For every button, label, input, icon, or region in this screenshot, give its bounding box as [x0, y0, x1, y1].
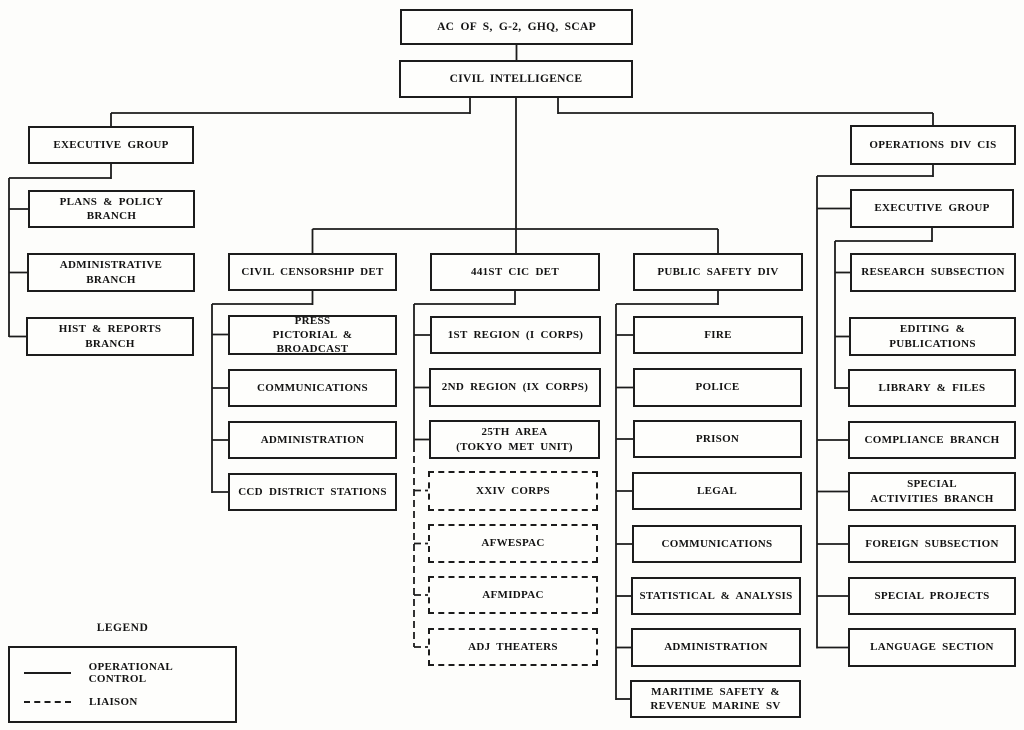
node-label: PRISON	[695, 432, 740, 445]
node-label: MARITIME SAFETY & REVENUE MARINE SV	[650, 685, 781, 712]
node-label: STATISTICAL & ANALYSIS	[639, 589, 793, 602]
operational-control-lines	[8, 45, 934, 700]
legend-solid-line-sample	[24, 672, 71, 674]
node-label: EXECUTIVE GROUP	[874, 202, 990, 215]
node-label: AFWESPAC	[481, 537, 545, 550]
node-label: 2ND REGION (IX CORPS)	[441, 381, 589, 394]
node-label: SPECIAL PROJECTS	[874, 589, 990, 602]
legend-row-operational-control: OPERATIONAL CONTROL	[24, 661, 235, 685]
node-label: PRESS PICTORIAL & BROADCAST	[272, 314, 353, 356]
node-label: CIVIL INTELLIGENCE	[449, 72, 583, 85]
node-label: XXIV CORPS	[476, 484, 550, 497]
node-label: PLANS & POLICY BRANCH	[59, 195, 164, 222]
node-fire: FIRE	[633, 316, 803, 354]
node-label: EXECUTIVE GROUP	[53, 138, 169, 151]
node-label: FOREIGN SUBSECTION	[865, 537, 999, 550]
node-25th-area-tokyo-met-unit: 25TH AREA (TOKYO MET UNIT)	[429, 420, 600, 459]
node-police: POLICE	[633, 368, 802, 407]
node-label: COMMUNICATIONS	[257, 381, 368, 394]
node-label: AFMIDPAC	[482, 588, 544, 601]
node-label: FIRE	[704, 328, 732, 341]
node-ac-of-s-g-2-ghq-scap: AC OF S, G-2, GHQ, SCAP	[400, 9, 633, 45]
node-public-safety-div: PUBLIC SAFETY DIV	[633, 253, 803, 291]
node-label: ADJ THEATERS	[468, 640, 558, 653]
node-prison: PRISON	[633, 420, 802, 458]
node-communications-ccd: COMMUNICATIONS	[228, 369, 397, 407]
node-label: ADMINISTRATION	[664, 641, 768, 654]
node-statistical-analysis: STATISTICAL & ANALYSIS	[631, 577, 801, 615]
legend-label-liaison: LIAISON	[89, 696, 138, 708]
node-label: 25TH AREA (TOKYO MET UNIT)	[456, 426, 573, 453]
node-label: COMMUNICATIONS	[661, 537, 773, 550]
node-label: POLICE	[695, 381, 740, 394]
node-foreign-subsection: FOREIGN SUBSECTION	[848, 525, 1016, 563]
node-plans-policy-branch: PLANS & POLICY BRANCH	[28, 190, 195, 228]
node-label: EDITING & PUBLICATIONS	[889, 323, 976, 350]
node-operations-div-cis: OPERATIONS DIV CIS	[850, 125, 1016, 165]
node-label: 441ST CIC DET	[471, 265, 559, 278]
node-label: PUBLIC SAFETY DIV	[657, 265, 779, 278]
legend-row-liaison: LIAISON	[24, 696, 235, 708]
node-administration-ccd: ADMINISTRATION	[228, 421, 397, 459]
node-special-projects: SPECIAL PROJECTS	[848, 577, 1016, 615]
node-editing-publications: EDITING & PUBLICATIONS	[849, 317, 1016, 356]
node-2nd-region-ix-corps: 2ND REGION (IX CORPS)	[429, 368, 601, 407]
node-press-pictorial-broadcast: PRESS PICTORIAL & BROADCAST	[228, 315, 397, 355]
node-executive-group-left: EXECUTIVE GROUP	[28, 126, 194, 164]
node-label: COMPLIANCE BRANCH	[864, 433, 1000, 446]
node-label: ADMINISTRATION	[260, 433, 365, 446]
node-afwespac: AFWESPAC	[428, 524, 598, 563]
node-label: LEGAL	[696, 484, 737, 497]
node-label: AC OF S, G-2, GHQ, SCAP	[437, 20, 596, 33]
node-label: LIBRARY & FILES	[878, 381, 986, 394]
node-compliance-branch: COMPLIANCE BRANCH	[848, 421, 1016, 459]
node-administration-ps: ADMINISTRATION	[631, 628, 801, 667]
legend-title: LEGEND	[96, 622, 149, 634]
node-civil-intelligence: CIVIL INTELLIGENCE	[399, 60, 633, 98]
node-label: LANGUAGE SECTION	[870, 641, 994, 654]
legend-dashed-line-sample	[24, 701, 71, 703]
node-hist-reports-branch: HIST & REPORTS BRANCH	[26, 317, 194, 356]
node-administrative-branch: ADMINISTRATIVE BRANCH	[27, 253, 195, 292]
node-ccd-district-stations: CCD DISTRICT STATIONS	[228, 473, 397, 511]
node-xxiv-corps: XXIV CORPS	[428, 471, 598, 511]
node-label: CCD DISTRICT STATIONS	[238, 485, 387, 498]
node-label: 1ST REGION (I CORPS)	[447, 328, 584, 341]
legend-label-operational-control: OPERATIONAL CONTROL	[88, 661, 173, 685]
node-legal: LEGAL	[632, 472, 802, 510]
node-adj-theaters: ADJ THEATERS	[428, 628, 598, 666]
node-label: HIST & REPORTS BRANCH	[58, 323, 162, 350]
node-afmidpac: AFMIDPAC	[428, 576, 598, 614]
legend-box: OPERATIONAL CONTROL LIAISON	[8, 646, 237, 723]
node-communications-ps: COMMUNICATIONS	[632, 525, 802, 563]
node-language-section: LANGUAGE SECTION	[848, 628, 1016, 667]
node-label: SPECIAL ACTIVITIES BRANCH	[870, 478, 994, 505]
node-civil-censorship-det: CIVIL CENSORSHIP DET	[228, 253, 397, 291]
node-label: OPERATIONS DIV CIS	[869, 138, 997, 151]
node-441st-cic-det: 441ST CIC DET	[430, 253, 600, 291]
node-label: RESEARCH SUBSECTION	[861, 266, 1005, 279]
liaison-lines	[413, 445, 429, 648]
node-label: ADMINISTRATIVE BRANCH	[59, 259, 163, 286]
node-special-activities-branch: SPECIAL ACTIVITIES BRANCH	[848, 472, 1016, 511]
node-library-files: LIBRARY & FILES	[848, 369, 1016, 407]
node-executive-group-right: EXECUTIVE GROUP	[850, 189, 1014, 228]
node-1st-region-i-corps: 1ST REGION (I CORPS)	[430, 316, 601, 354]
node-research-subsection: RESEARCH SUBSECTION	[850, 253, 1016, 292]
node-maritime-safety-revenue-marine-sv: MARITIME SAFETY & REVENUE MARINE SV	[630, 680, 801, 718]
node-label: CIVIL CENSORSHIP DET	[241, 265, 384, 278]
